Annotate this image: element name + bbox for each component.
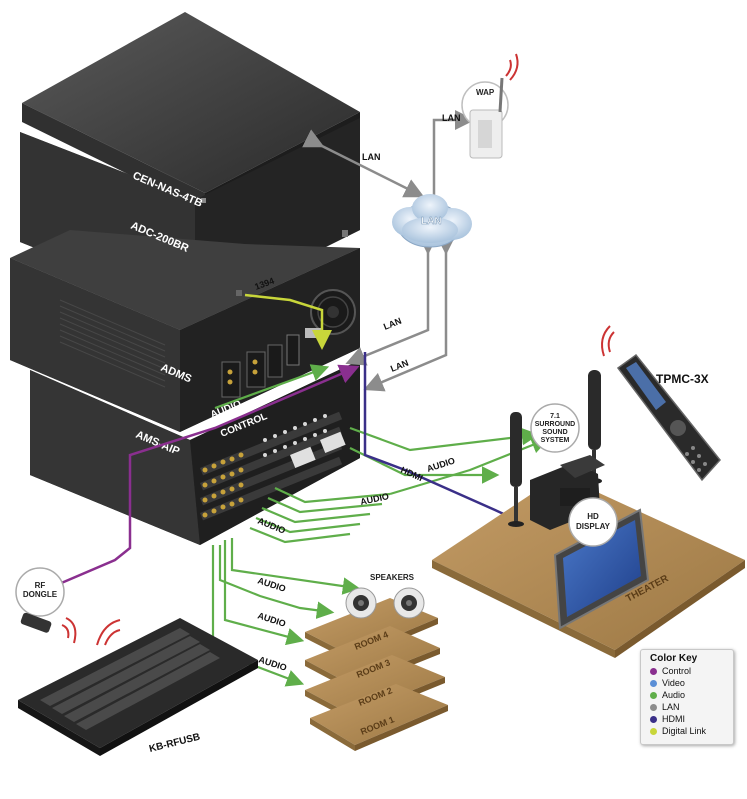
hdmi-label: HDMI — [399, 465, 424, 483]
color-key-label: HDMI — [662, 714, 685, 724]
lan-wap-label: LAN — [442, 113, 461, 123]
color-key-item: Audio — [650, 689, 733, 701]
color-key-title: Color Key — [650, 653, 698, 664]
ams-unit — [30, 360, 360, 545]
rf-dongle — [20, 612, 77, 644]
color-key-item: Digital Link — [650, 725, 733, 737]
color-key-item: Video — [650, 677, 733, 689]
hd-display-label-1: HD — [587, 512, 599, 521]
surround-label-4: SYSTEM — [541, 437, 570, 444]
audio-surround-label: AUDIO — [426, 455, 457, 473]
lan-adms-label: LAN — [382, 316, 403, 332]
vent-grid — [59, 299, 166, 388]
color-key-item: Control — [650, 665, 733, 677]
lan-cloud — [392, 194, 472, 248]
keyboard-label: KB-RFUSB — [148, 732, 201, 755]
lan-nas-label: LAN — [362, 152, 381, 162]
color-key-label: Video — [662, 678, 685, 688]
color-key-item: LAN — [650, 701, 733, 713]
ceiling-speakers — [345, 587, 425, 619]
color-key-label: LAN — [662, 702, 680, 712]
room-floor-1 — [310, 684, 448, 751]
audio-room2-label: AUDIO — [257, 654, 288, 672]
audio-swatch — [650, 691, 657, 699]
video-swatch — [650, 679, 657, 687]
color-key-item: HDMI — [650, 713, 733, 725]
color-key-label: Control — [662, 666, 692, 676]
surround-label-2: SURROUND — [535, 421, 575, 428]
color-key-label: Digital Link — [662, 726, 707, 736]
rf-dongle-bubble — [15, 567, 65, 617]
audio-room3-label: AUDIO — [256, 610, 287, 628]
control-connection — [44, 364, 360, 592]
rf-dongle-label-1: RF — [35, 581, 46, 590]
wap-device — [461, 53, 519, 159]
hd-display-bubble — [568, 497, 618, 547]
surround-label-1: 7.1 — [550, 413, 560, 420]
color-key-label: Audio — [662, 690, 686, 700]
lan-connections — [302, 110, 475, 392]
digital-link-swatch — [650, 727, 657, 735]
wap-label: WAP — [476, 88, 495, 97]
surround-bubble — [530, 403, 580, 453]
lan-cloud-label: LAN — [421, 216, 442, 227]
lan-swatch — [650, 703, 657, 711]
tpmc-remote — [601, 325, 721, 482]
firewire-link — [244, 293, 332, 350]
control-swatch — [650, 667, 657, 675]
color-key: Color Key Control Video Audio LAN HDMI D… — [640, 649, 734, 745]
hd-display-label-2: DISPLAY — [576, 522, 611, 531]
surround-label-3: SOUND — [542, 429, 567, 436]
keyboard-device — [18, 618, 258, 756]
rf-dongle-label-2: DONGLE — [23, 590, 58, 599]
tpmc-label: TPMC-3X — [656, 372, 709, 386]
hdmi-swatch — [650, 715, 657, 723]
speakers-label: SPEAKERS — [370, 573, 415, 582]
